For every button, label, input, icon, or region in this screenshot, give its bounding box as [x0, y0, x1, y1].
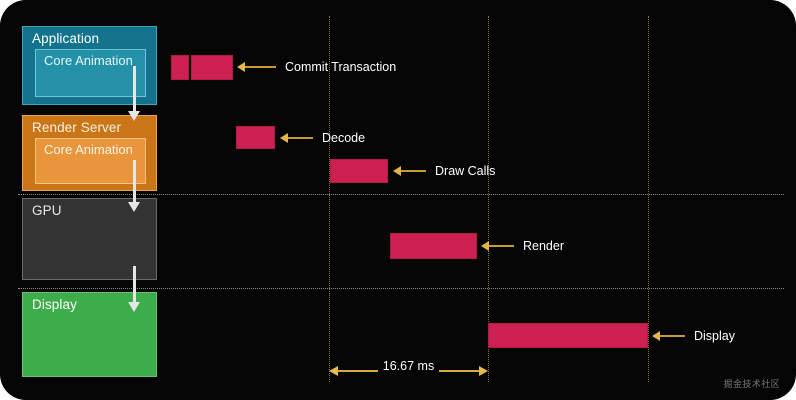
arrow-shaft: [132, 266, 136, 303]
callout-display: Display: [652, 328, 735, 344]
task-bar-draw-calls: [330, 159, 388, 183]
task-bar-render: [390, 233, 477, 259]
stage-label-application: Application: [32, 31, 100, 46]
arrow-head: [128, 202, 140, 212]
callout-arrow-left-icon: [481, 241, 514, 251]
frame-duration-measure: 16.67 ms: [329, 359, 488, 377]
frame-boundary-3: [648, 16, 649, 382]
measure-label-wrapper: 16.67 ms: [329, 359, 488, 374]
measure-arrow-right-icon: [479, 366, 488, 376]
callout-label-draw-calls: Draw Calls: [435, 164, 496, 178]
lane-separator-gpu-display: [18, 288, 784, 289]
watermark: 掘金技术社区: [723, 379, 780, 389]
callout-label-commit-transaction: Commit Transaction: [285, 60, 397, 74]
callout-label-display: Display: [694, 329, 735, 343]
callout-arrow-left-icon: [393, 166, 426, 176]
flow-arrow-down-icon-gpu-to-display: [128, 266, 140, 312]
arrow-shaft: [132, 160, 136, 203]
task-bar-commit-transaction-2: [191, 55, 233, 80]
callout-arrow-left-icon: [280, 133, 313, 143]
callout-arrow-left-icon: [652, 331, 685, 341]
inner-label-core-animation-render: Core Animation: [44, 142, 133, 157]
callout-label-render: Render: [523, 239, 564, 253]
frame-boundary-1: [329, 16, 330, 382]
measure-arrow-left-icon: [329, 366, 338, 376]
stage-box-render-server: Render Server Core Animation: [22, 115, 157, 191]
stage-box-application: Application Core Animation: [22, 26, 157, 105]
inner-box-core-animation-app: Core Animation: [35, 49, 146, 97]
inner-label-core-animation-app: Core Animation: [44, 53, 133, 68]
callout-commit-transaction: Commit Transaction: [237, 59, 397, 75]
callout-render: Render: [481, 238, 564, 254]
lane-separator-render-gpu: [18, 194, 784, 195]
callout-label-decode: Decode: [322, 131, 366, 145]
callout-draw-calls: Draw Calls: [393, 163, 496, 179]
task-bar-commit-transaction-1: [171, 55, 189, 80]
arrow-head: [128, 302, 140, 312]
inner-box-core-animation-render: Core Animation: [35, 138, 146, 184]
measure-label: 16.67 ms: [377, 359, 440, 373]
arrow-head: [128, 111, 140, 121]
stage-label-display: Display: [32, 297, 77, 312]
callout-arrow-left-icon: [237, 62, 276, 72]
arrow-shaft: [132, 66, 136, 112]
frame-boundary-2: [488, 16, 489, 382]
flow-arrow-down-icon-render-to-gpu: [128, 160, 140, 212]
flow-arrow-down-icon-app-to-render: [128, 66, 140, 121]
stage-label-render-server: Render Server: [32, 120, 122, 135]
stage-label-gpu: GPU: [32, 203, 62, 218]
task-bar-decode: [236, 126, 275, 149]
task-bar-display: [488, 323, 648, 348]
callout-decode: Decode: [280, 130, 366, 146]
